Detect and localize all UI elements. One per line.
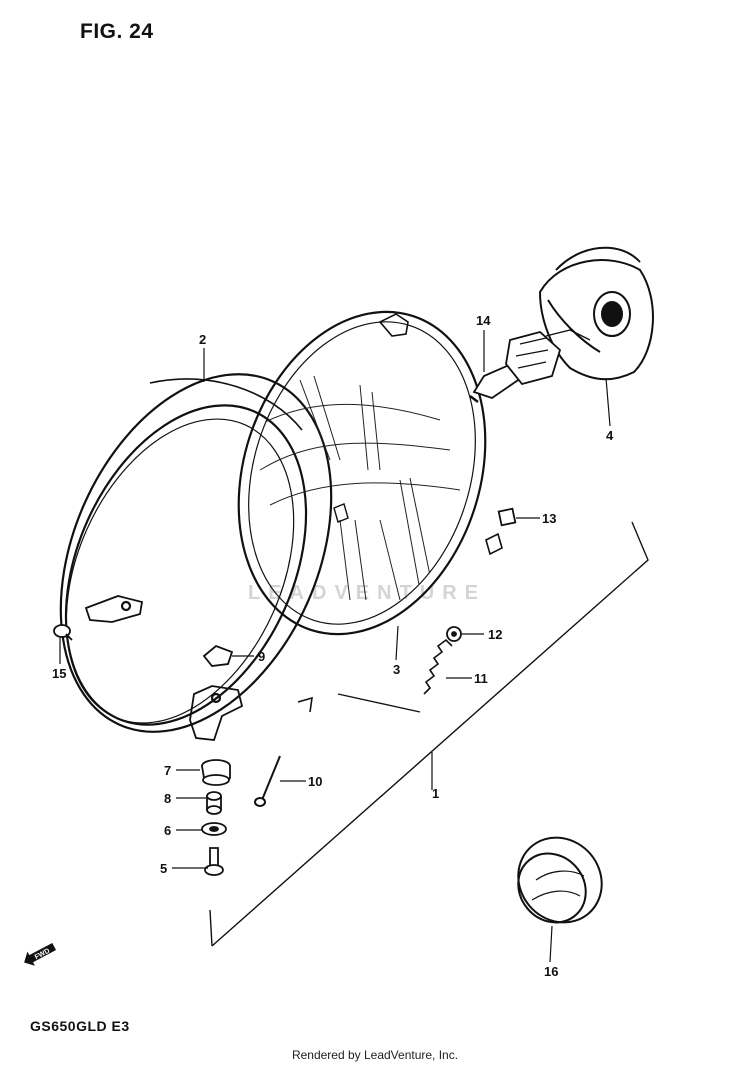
callout-16: 16	[544, 964, 558, 979]
collar-8[interactable]	[206, 791, 222, 815]
callout-14: 14	[476, 313, 491, 328]
callout-13: 13	[542, 511, 556, 526]
nut-12[interactable]	[446, 626, 462, 642]
callout-2: 2	[199, 332, 206, 347]
render-credit: Rendered by LeadVenture, Inc.	[291, 1048, 459, 1062]
callout-10: 10	[308, 774, 322, 789]
forward-direction-badge: FWD	[24, 942, 57, 966]
washer-6[interactable]	[201, 822, 227, 836]
spring-11[interactable]	[423, 638, 453, 695]
fwd-badge-text: FWD	[34, 948, 51, 962]
callout-5: 5	[160, 861, 167, 876]
headlight-socket[interactable]	[538, 246, 654, 381]
headlight-rim[interactable]	[8, 332, 384, 775]
callout-11: 11	[474, 671, 488, 686]
clip-13[interactable]	[497, 507, 517, 527]
leader-lines	[59, 330, 611, 963]
callout-9: 9	[258, 649, 265, 664]
callout-6: 6	[164, 823, 171, 838]
model-code: GS650GLD E3	[30, 1018, 130, 1034]
callout-4: 4	[606, 428, 614, 443]
cushion-7[interactable]	[201, 759, 231, 786]
callout-15: 15	[52, 666, 66, 681]
callout-1: 1	[432, 786, 439, 801]
bolt-5[interactable]	[204, 847, 224, 876]
callout-8: 8	[164, 791, 171, 806]
screw-10[interactable]	[254, 755, 281, 807]
headlight-bulb[interactable]	[469, 331, 562, 403]
assembly-bracket	[209, 521, 649, 947]
callout-7: 7	[164, 763, 171, 778]
reflector-16[interactable]	[501, 821, 619, 940]
nut-9[interactable]	[202, 644, 234, 667]
callout-3: 3	[393, 662, 400, 677]
sealed-beam-unit[interactable]	[199, 280, 525, 667]
callout-12: 12	[488, 627, 502, 642]
figure-title: FIG. 24	[80, 20, 154, 43]
screw-15[interactable]	[53, 624, 73, 641]
